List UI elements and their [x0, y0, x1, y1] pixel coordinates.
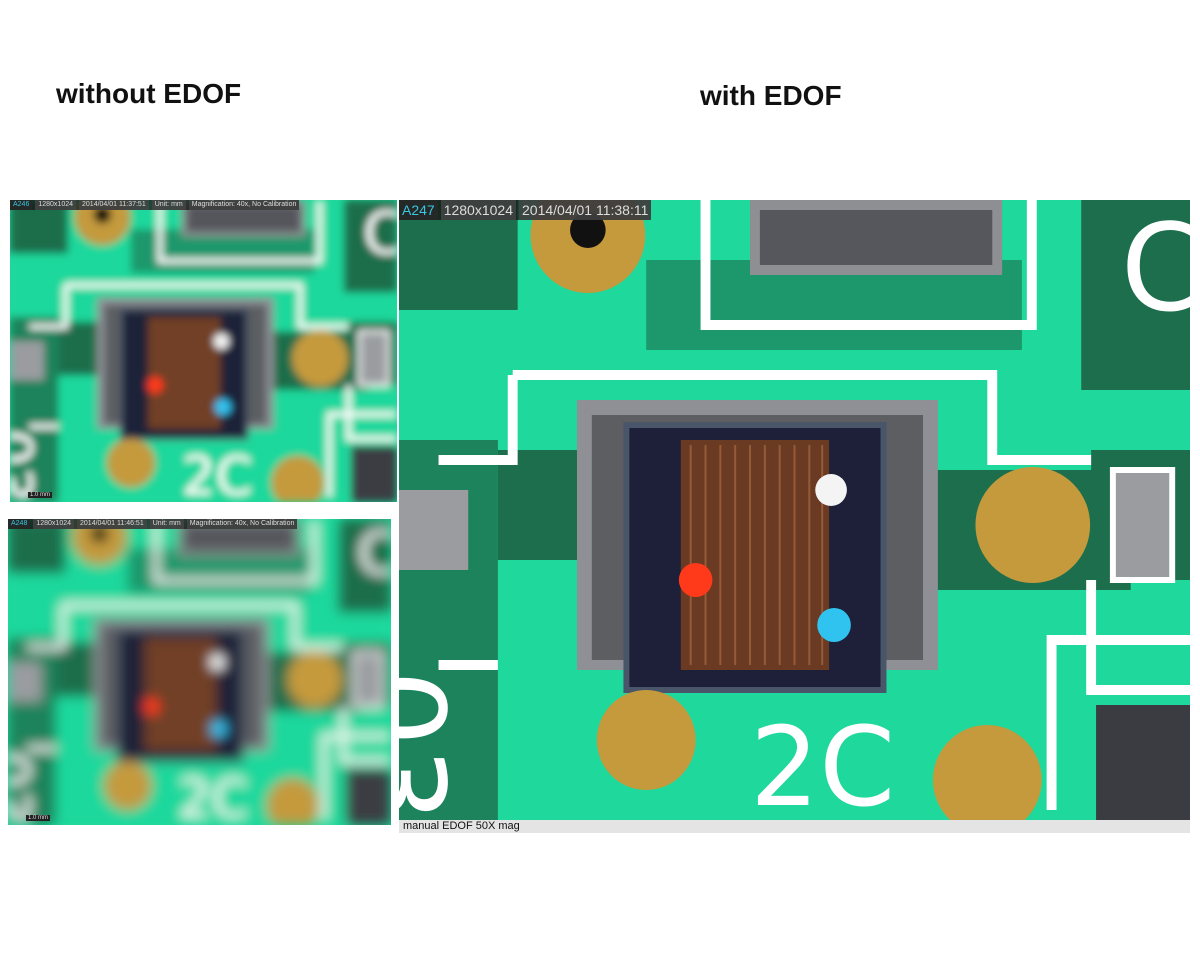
image-magnification: Magnification: 40x, No Calibration	[186, 519, 298, 529]
image-timestamp: 2014/04/01 11:46:51	[77, 519, 147, 529]
image-info-bar: A248 1280x1024 2014/04/01 11:46:51 Unit:…	[8, 519, 298, 529]
image-id: A246	[10, 200, 33, 210]
image-info-bar: A247 1280x1024 2014/04/01 11:38:11	[399, 200, 652, 220]
image-info-bar: A246 1280x1024 2014/04/01 11:37:51 Unit:…	[10, 200, 300, 210]
scale-bar: 1.0 mm	[28, 492, 53, 498]
image-magnification: Magnification: 40x, No Calibration	[188, 200, 300, 210]
heading-without-edof: without EDOF	[56, 78, 242, 109]
heading-with-edof: with EDOF	[700, 80, 842, 111]
image-timestamp: 2014/04/01 11:37:51	[79, 200, 149, 210]
pcb-image	[399, 200, 1190, 820]
pcb-image	[10, 200, 397, 502]
image-caption: manual EDOF 50X mag	[399, 820, 1190, 833]
scale-bar: 1.0 mm	[26, 815, 51, 821]
photo-without-edof-1: A246 1280x1024 2014/04/01 11:37:51 Unit:…	[10, 200, 397, 502]
image-unit: Unit: mm	[151, 200, 186, 210]
photo-with-edof: A247 1280x1024 2014/04/01 11:38:11	[399, 200, 1190, 820]
image-timestamp: 2014/04/01 11:38:11	[519, 200, 652, 220]
image-id: A247	[399, 200, 438, 220]
image-unit: Unit: mm	[149, 519, 184, 529]
image-resolution: 1280x1024	[35, 200, 77, 210]
pcb-image	[8, 519, 391, 825]
photo-without-edof-2: A248 1280x1024 2014/04/01 11:46:51 Unit:…	[8, 519, 391, 825]
image-resolution: 1280x1024	[440, 200, 516, 220]
image-id: A248	[8, 519, 31, 529]
image-resolution: 1280x1024	[33, 519, 75, 529]
